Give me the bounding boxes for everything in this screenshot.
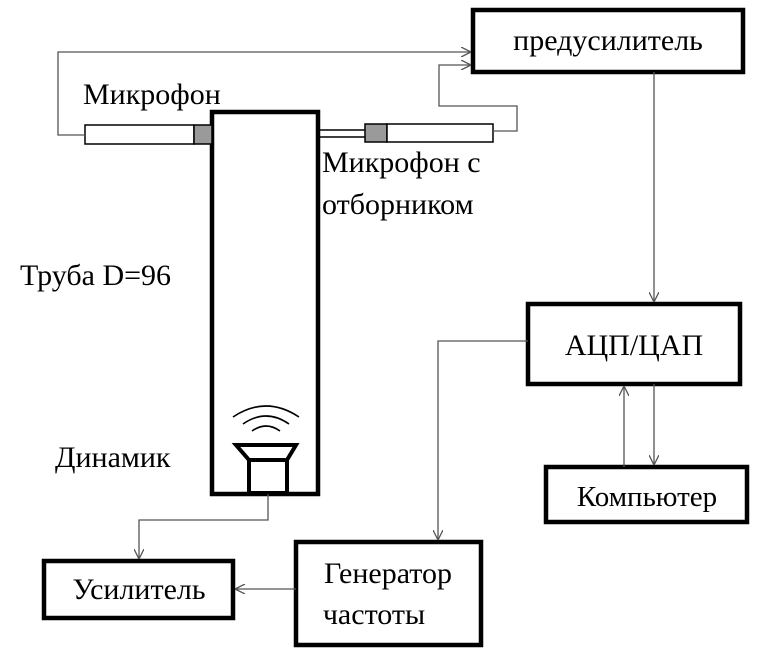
microphone-label: Микрофон <box>83 78 221 111</box>
probe-microphone <box>318 123 494 143</box>
probe-microphone-label-line2: отборником <box>322 188 474 221</box>
speaker-label: Динамик <box>55 441 171 474</box>
pipe-label: Труба D=96 <box>20 259 171 292</box>
microphone-left-tip <box>193 124 213 145</box>
preamp-label: предусилитель <box>513 24 703 57</box>
computer-box <box>543 464 750 525</box>
wire-mic-to-preamp <box>57 52 470 136</box>
speaker <box>231 443 300 495</box>
adc-dac-label: АЦП/ЦАП <box>565 329 703 362</box>
generator-box <box>293 539 484 648</box>
preamp-box <box>470 7 746 75</box>
pipe-tube <box>209 109 321 497</box>
adc-dac-box <box>525 301 743 387</box>
microphone-left <box>84 124 213 145</box>
wire-adc-to-generator <box>438 340 528 539</box>
probe-microphone-tip <box>364 123 388 143</box>
amplifier-label: Усилитель <box>72 573 205 606</box>
sound-waves-icon <box>232 405 300 432</box>
wire-probe-mic-to-preamp <box>438 65 518 132</box>
generator-label-line2: частоты <box>323 598 425 631</box>
computer-label: Компьютер <box>577 481 717 513</box>
wire-speaker-to-amplifier <box>139 494 269 558</box>
generator-label-line1: Генератор <box>324 557 452 590</box>
amplifier-box <box>41 558 236 621</box>
probe-microphone-label-line1: Микрофон с <box>322 146 481 179</box>
